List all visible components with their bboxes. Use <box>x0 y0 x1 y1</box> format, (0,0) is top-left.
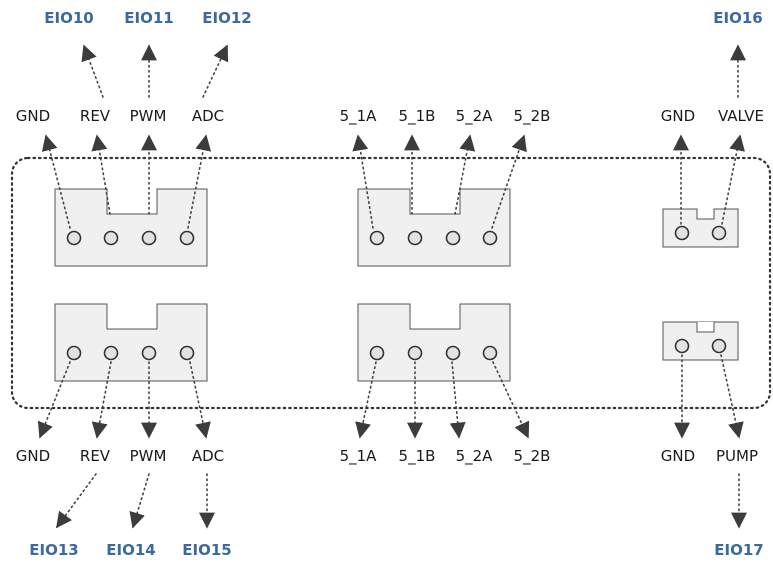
bottom-eio-labels: EIO13 EIO14 EIO15 EIO17 <box>29 541 763 559</box>
signal-label: GND <box>16 447 50 465</box>
bottom-eio-arrows <box>56 473 747 529</box>
signal-label: GND <box>16 107 50 125</box>
pin <box>407 345 423 361</box>
signal-label: GND <box>661 107 695 125</box>
bottom-pin-arrows <box>37 354 744 439</box>
pin <box>711 338 727 354</box>
arrow <box>352 134 374 229</box>
signal-label: ADC <box>192 447 224 465</box>
arrow <box>41 134 71 229</box>
signal-label: 5_1A <box>340 107 378 126</box>
signal-label: 5_1B <box>399 107 436 126</box>
connector-top-right <box>662 208 739 248</box>
pin <box>141 345 157 361</box>
pin <box>369 345 385 361</box>
signal-label: PWM <box>130 107 167 125</box>
pin <box>482 345 498 361</box>
signal-label: GND <box>661 447 695 465</box>
connector-top-middle <box>357 188 511 267</box>
signal-label: PUMP <box>716 447 758 465</box>
eio-label: EIO10 <box>44 9 93 27</box>
pin <box>179 230 195 246</box>
bottom-signal-labels: GND REV PWM ADC 5_1A 5_1B 5_2A 5_2B GND … <box>16 447 758 466</box>
signal-label: 5_1B <box>399 447 436 466</box>
arrow <box>454 134 476 215</box>
top-signal-labels: GND REV PWM ADC 5_1A 5_1B 5_2A 5_2B GND … <box>16 107 764 126</box>
pin <box>445 230 461 246</box>
signal-label: 5_2A <box>456 447 494 466</box>
signal-label: 5_2A <box>456 107 494 126</box>
eio-label: EIO13 <box>29 541 78 559</box>
eio-label: EIO16 <box>713 9 762 27</box>
top-pin-arrows <box>41 134 745 229</box>
arrow <box>720 354 744 439</box>
arrow <box>81 44 104 98</box>
arrow <box>91 134 111 215</box>
arrow <box>56 473 97 529</box>
eio-label: EIO12 <box>202 9 251 27</box>
pin <box>66 230 82 246</box>
top-eio-labels: EIO10 EIO11 EIO12 EIO16 <box>44 9 762 27</box>
signal-label: PWM <box>130 447 167 465</box>
pin <box>103 230 119 246</box>
arrow <box>492 361 530 439</box>
signal-label: 5_2B <box>514 107 551 126</box>
pin <box>674 225 690 241</box>
arrow <box>37 361 71 439</box>
pin <box>445 345 461 361</box>
signal-label: 5_1A <box>340 447 378 466</box>
arrow <box>721 134 745 225</box>
eio-label: EIO14 <box>106 541 155 559</box>
arrow <box>491 134 527 229</box>
signal-label: ADC <box>192 107 224 125</box>
pin <box>407 230 423 246</box>
board-outline <box>10 156 772 410</box>
connector-bottom-left <box>54 303 208 382</box>
pin <box>141 230 157 246</box>
connector-bottom-right <box>662 321 739 361</box>
arrow <box>202 44 229 98</box>
connector-top-left <box>54 188 208 267</box>
arrow <box>187 134 212 229</box>
signal-label: REV <box>80 447 111 465</box>
connector-bottom-middle <box>357 303 511 382</box>
pin <box>482 230 498 246</box>
eio-label: EIO15 <box>182 541 231 559</box>
top-eio-arrows <box>81 44 746 98</box>
pin <box>369 230 385 246</box>
pin <box>66 345 82 361</box>
signal-label: VALVE <box>718 107 764 125</box>
pin <box>674 338 690 354</box>
signal-label: REV <box>80 107 111 125</box>
eio-label: EIO17 <box>714 541 763 559</box>
signal-label: 5_2B <box>514 447 551 466</box>
pin <box>179 345 195 361</box>
arrow <box>129 473 150 529</box>
pin <box>711 225 727 241</box>
eio-label: EIO11 <box>124 9 173 27</box>
pin <box>103 345 119 361</box>
